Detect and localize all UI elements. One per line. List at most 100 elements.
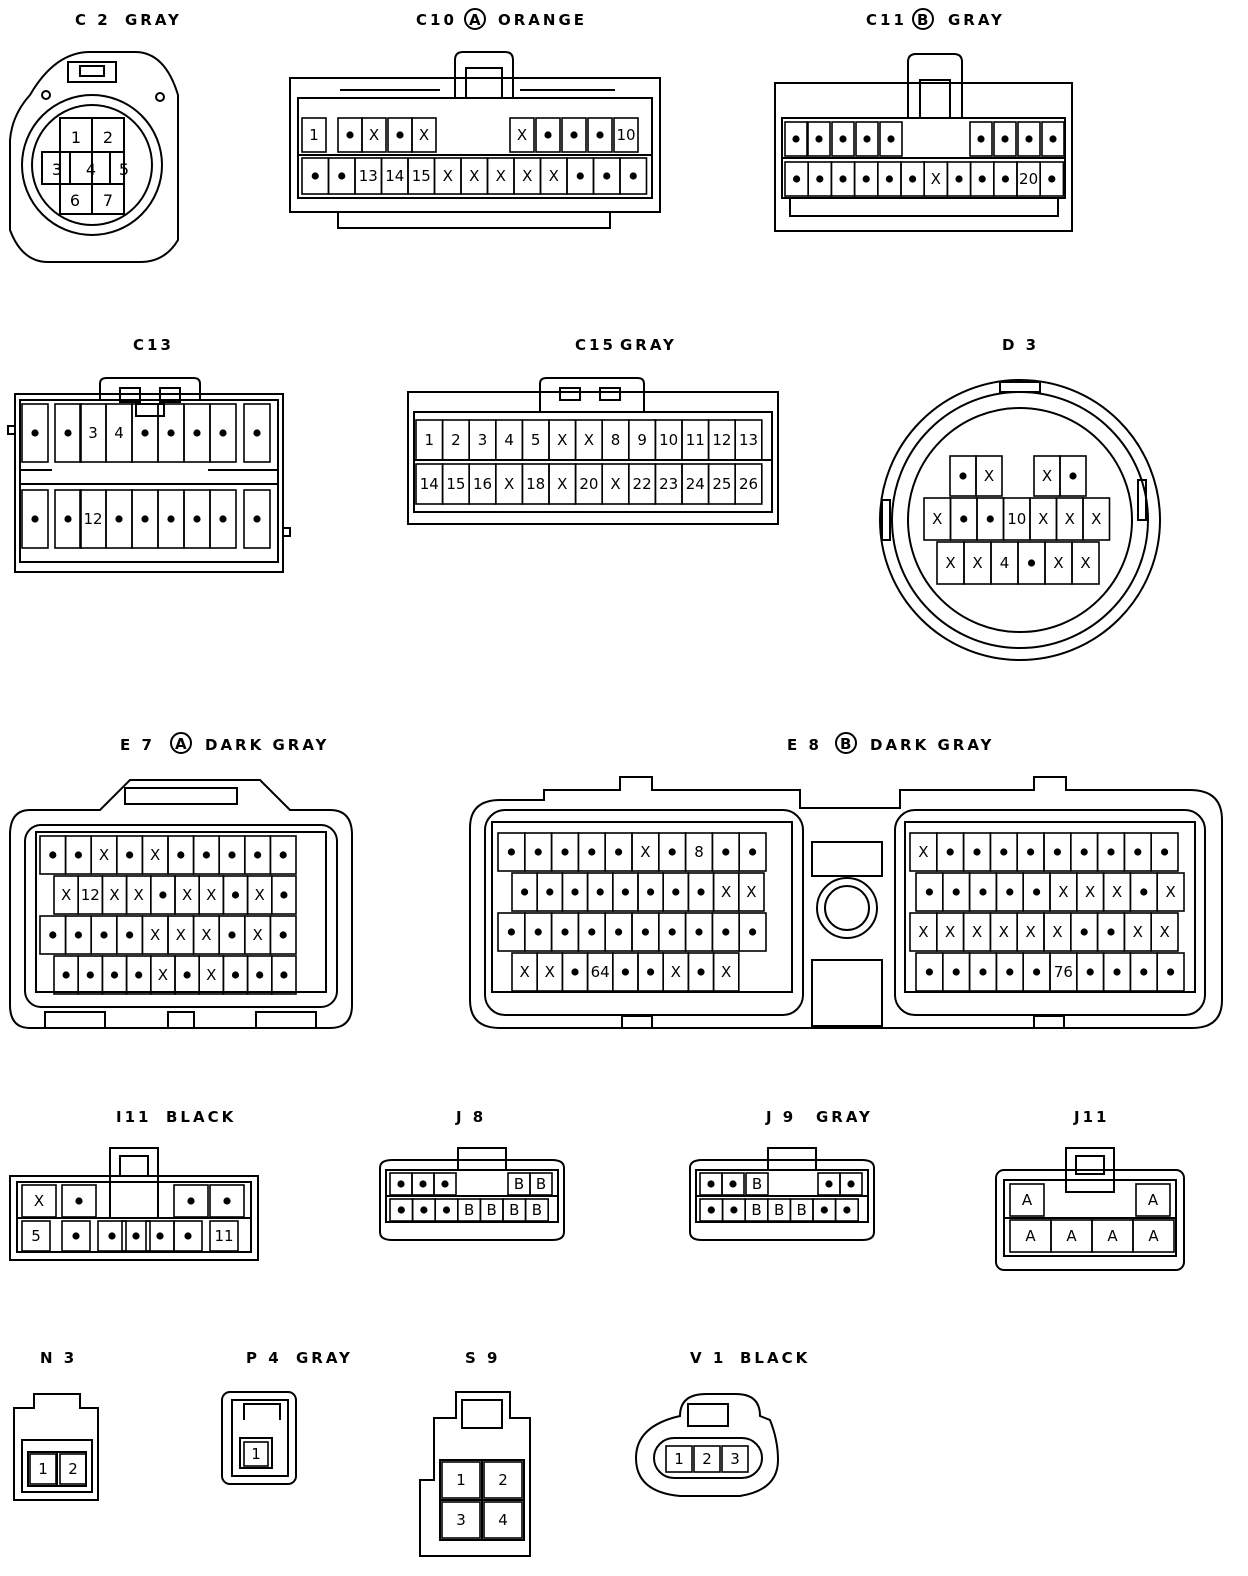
pin-label: 2 — [451, 431, 461, 449]
j9-color: GRAY — [816, 1108, 873, 1126]
pin-label: 25 — [712, 475, 731, 493]
c15-color: GRAY — [620, 336, 677, 354]
pin-label: X — [918, 843, 928, 861]
pin-cell — [721, 1172, 745, 1196]
pin-cell — [993, 121, 1017, 157]
pin-dot — [695, 928, 703, 936]
pin-dot — [749, 928, 757, 936]
pin-label: X — [1038, 510, 1048, 528]
pin-cell — [54, 489, 82, 549]
pin-label: 9 — [637, 431, 647, 449]
pin-label: X — [150, 846, 160, 864]
pin-label: B — [514, 1175, 524, 1193]
e8-connector — [469, 776, 1223, 1029]
pin-label: 2 — [702, 1450, 712, 1468]
pin-dot — [256, 971, 264, 979]
pin-dot — [159, 891, 167, 899]
pin-label: X — [746, 883, 756, 901]
pin-dot — [979, 968, 987, 976]
pin-dot — [722, 848, 730, 856]
pin-dot — [668, 848, 676, 856]
pin-label: B — [464, 1201, 474, 1219]
pin-label: X — [522, 167, 532, 185]
pin-label: X — [150, 926, 160, 944]
pin-cell — [712, 952, 740, 992]
pin-dot — [1107, 848, 1115, 856]
pin-label: X — [1091, 510, 1101, 528]
pin-label: X — [721, 963, 731, 981]
pin-label: 5 — [531, 431, 541, 449]
c2-code: C 2 — [75, 11, 111, 29]
pin-dot — [973, 848, 981, 856]
pin-cell — [1071, 541, 1100, 585]
pin-cell — [483, 1501, 523, 1539]
pin-dot — [31, 429, 39, 437]
pin-dot — [193, 515, 201, 523]
pin-label: X — [610, 475, 620, 493]
pin-label: 3 — [478, 431, 488, 449]
pin-label: X — [134, 886, 144, 904]
pin-cell — [21, 403, 49, 463]
pin-label: X — [1165, 883, 1175, 901]
pin-dot — [621, 968, 630, 976]
pin-cell — [441, 1461, 481, 1499]
pin-dot — [108, 1232, 116, 1240]
pin-dot — [86, 971, 94, 979]
pin-dot — [576, 172, 584, 180]
pin-label: 4 — [1000, 554, 1010, 572]
pin-cell — [745, 1172, 769, 1196]
pin-dot — [729, 1180, 737, 1188]
pin-label: X — [972, 554, 982, 572]
pin-label: 10 — [659, 431, 678, 449]
pin-dot — [254, 851, 262, 859]
pin-label: 7 — [103, 191, 113, 210]
pin-dot — [1006, 968, 1014, 976]
pin-cell — [529, 1172, 553, 1196]
pin-dot — [978, 175, 986, 183]
pin-cell — [21, 1220, 51, 1252]
pin-dot — [749, 848, 757, 856]
pin-label: X — [1025, 923, 1035, 941]
pin-label: X — [99, 846, 109, 864]
pin-dot — [280, 971, 288, 979]
pin-cell — [209, 1220, 239, 1252]
e8-variant: B — [840, 735, 851, 753]
pin-dot — [167, 429, 175, 437]
pin-label: 14 — [385, 167, 404, 185]
pin-cell — [61, 1220, 91, 1252]
pin-dot — [228, 931, 236, 939]
j11-connector — [995, 1147, 1185, 1271]
pin-label: 26 — [739, 475, 758, 493]
pin-dot — [707, 1180, 715, 1188]
pin-label: X — [932, 510, 942, 528]
pin-label: 12 — [712, 431, 731, 449]
pin-dot — [62, 971, 70, 979]
pin-dot — [615, 848, 623, 856]
p4-color: GRAY — [296, 1349, 353, 1367]
pin-dot — [825, 1180, 833, 1188]
pin-cell — [54, 403, 82, 463]
pin-label: 18 — [526, 475, 545, 493]
pin-dot — [1006, 888, 1014, 896]
pin-cell — [209, 489, 237, 549]
pin-dot — [959, 472, 967, 480]
pin-dot — [863, 135, 871, 143]
pin-label: A — [1148, 1191, 1159, 1209]
j11-code: J11 — [1073, 1108, 1109, 1126]
pin-dot — [1001, 175, 1010, 183]
pin-label: A — [1148, 1227, 1159, 1245]
pin-dot — [672, 888, 680, 896]
pin-cell — [834, 1198, 859, 1222]
c2-connector — [9, 51, 179, 263]
pin-dot — [847, 1180, 855, 1188]
pin-cell — [243, 1441, 269, 1467]
j8-connector — [379, 1147, 565, 1241]
e8-code: E 8 — [787, 736, 822, 754]
pin-dot — [64, 515, 72, 523]
pin-dot — [141, 429, 149, 437]
pin-label: 14 — [420, 475, 439, 493]
pin-dot — [219, 429, 227, 437]
